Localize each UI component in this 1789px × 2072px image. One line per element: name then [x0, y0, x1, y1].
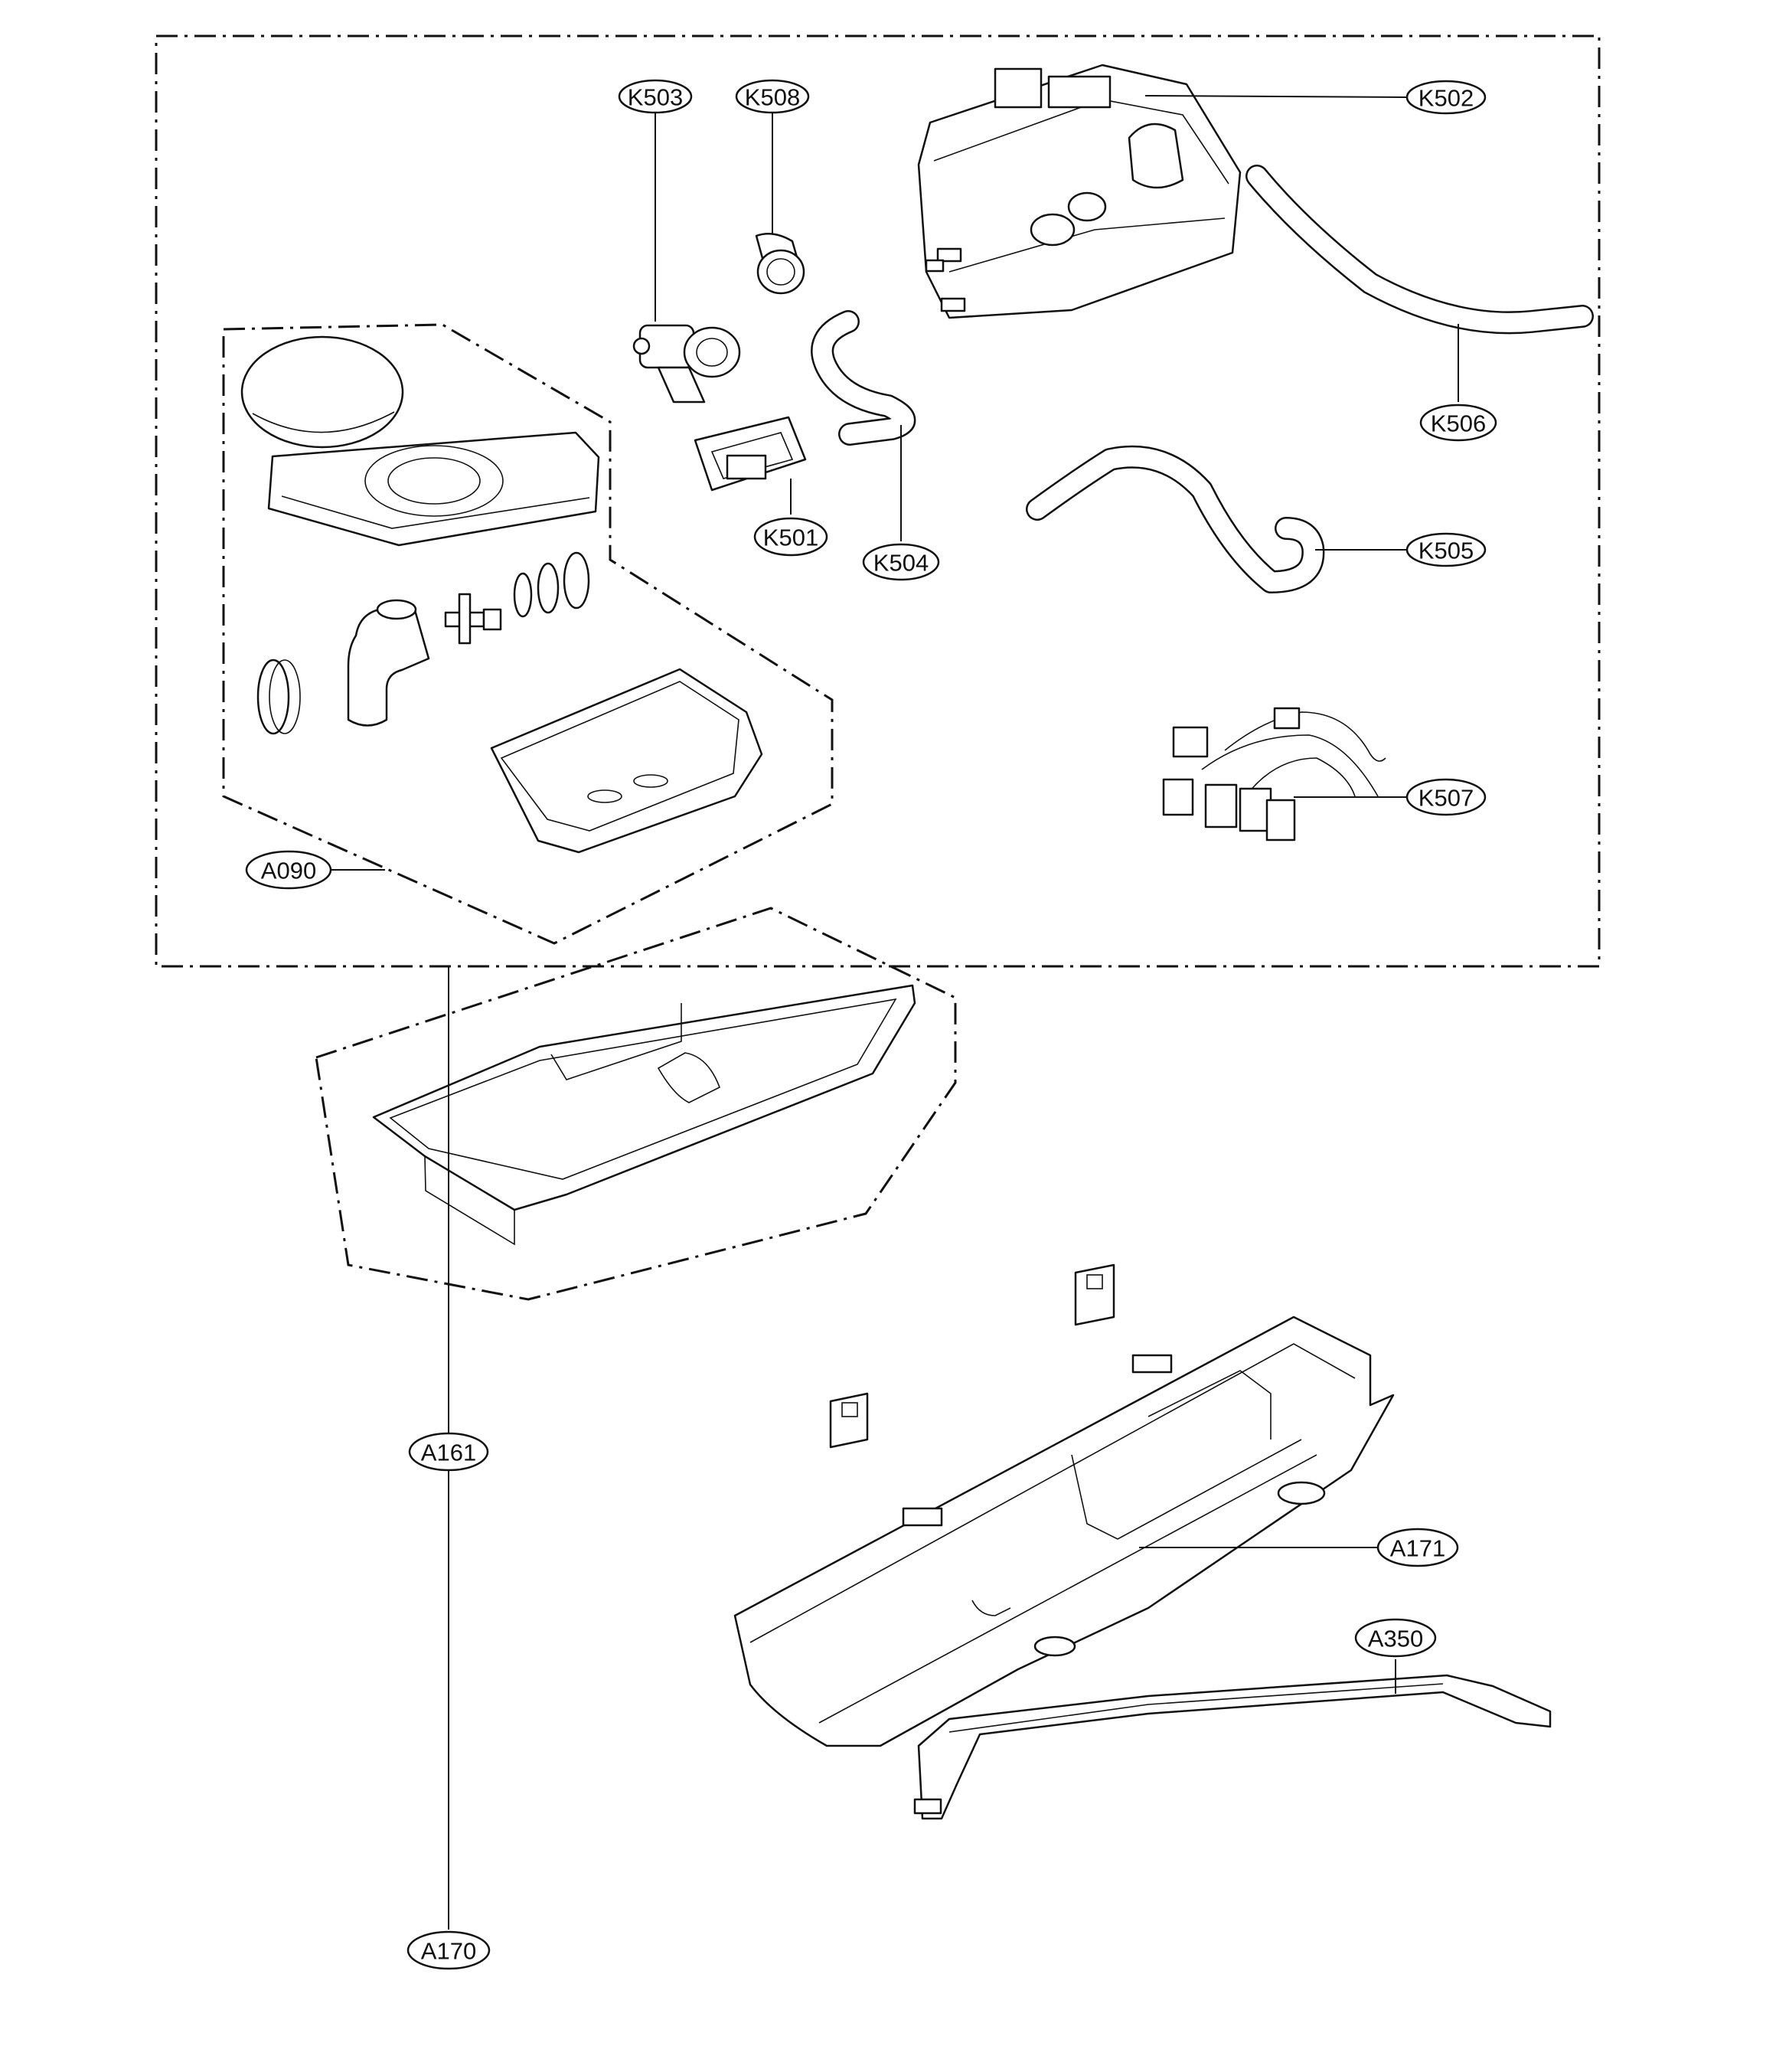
label-k505: K505 [1405, 532, 1487, 567]
label-text-a161: A161 [421, 1440, 476, 1466]
label-text-a171: A171 [1390, 1535, 1445, 1562]
label-k502: K502 [1405, 80, 1487, 115]
group-boundary-a161 [315, 907, 957, 1301]
label-a171: A171 [1376, 1528, 1459, 1567]
seal-rings-part [513, 551, 590, 618]
clamp-part-k508 [755, 232, 805, 295]
clip-part-right [1074, 1263, 1115, 1326]
cover-plate-part [267, 431, 600, 547]
label-k507: K507 [1405, 778, 1487, 816]
label-text-k503: K503 [628, 84, 683, 111]
label-text-k506: K506 [1431, 410, 1486, 437]
valve-stem-part [444, 593, 502, 645]
label-text-k504: K504 [873, 550, 929, 577]
label-a170: A170 [406, 1930, 491, 1970]
label-text-k508: K508 [745, 84, 800, 111]
clip-part-left [829, 1392, 869, 1449]
rail-part-a350 [913, 1674, 1552, 1820]
valve-part-k503 [632, 324, 741, 404]
label-text-a170: A170 [421, 1938, 476, 1965]
wire-harness-part-k507 [1162, 707, 1386, 842]
hose-part-k504 [811, 310, 916, 446]
label-text-k505: K505 [1418, 538, 1474, 564]
dispenser-tray-part [372, 984, 916, 1246]
label-text-a350: A350 [1368, 1626, 1423, 1652]
hose-part-k505 [1026, 445, 1325, 593]
label-text-k502: K502 [1418, 85, 1474, 112]
leader-k502 [1144, 95, 1408, 98]
label-k503: K503 [618, 79, 693, 114]
bracket-part-k501 [694, 416, 807, 492]
label-text-k507: K507 [1418, 785, 1474, 812]
elbow-pipe-part [347, 599, 430, 727]
steam-generator-part-k502 [917, 64, 1242, 319]
label-k504: K504 [862, 543, 940, 581]
label-k506: K506 [1419, 404, 1497, 442]
label-text-k501: K501 [763, 525, 818, 551]
label-a090: A090 [245, 850, 332, 890]
label-k508: K508 [735, 79, 810, 114]
label-k501: K501 [753, 517, 828, 557]
cap-part [240, 335, 404, 449]
label-text-a090: A090 [261, 858, 316, 884]
label-a161: A161 [408, 1432, 489, 1472]
water-tray-part [490, 668, 763, 854]
label-a350: A350 [1354, 1618, 1437, 1658]
group-boundary-a090 [222, 323, 834, 945]
dispenser-housing-part [733, 1315, 1395, 1747]
hose-part-k506 [1245, 165, 1594, 335]
ring-part [256, 659, 301, 735]
